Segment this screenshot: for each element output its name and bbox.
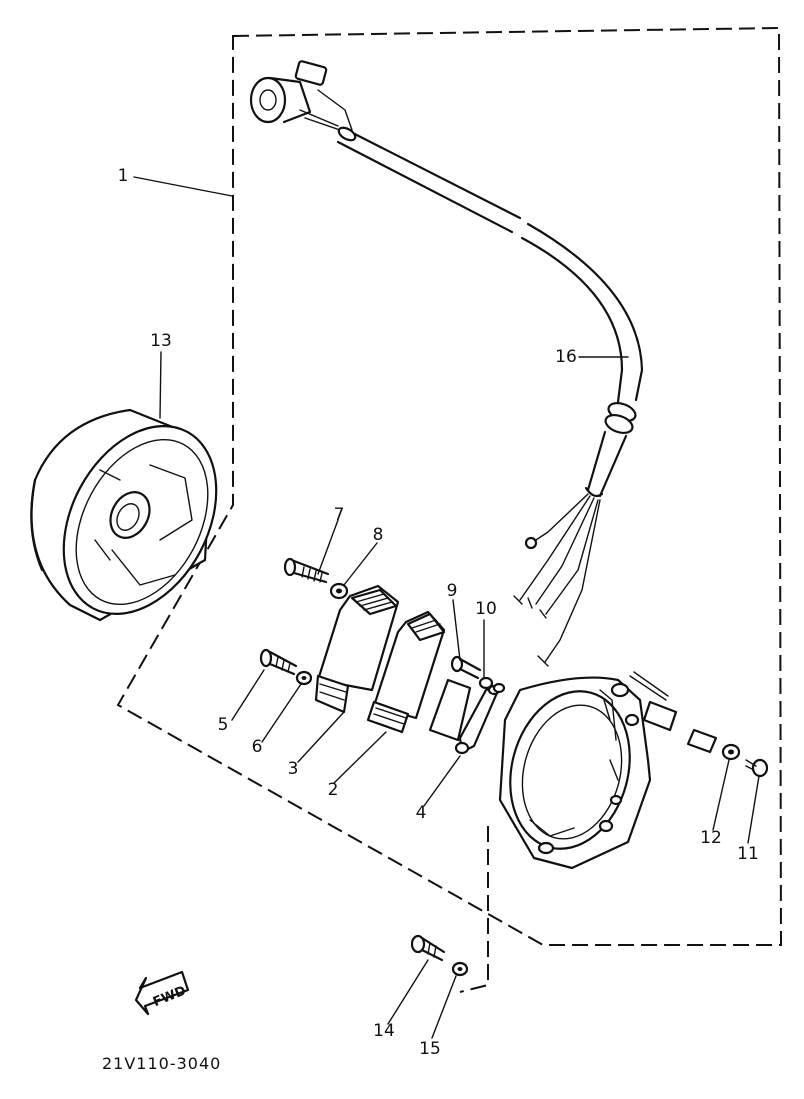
label-7: 7 xyxy=(334,505,345,525)
bolt-group-outline xyxy=(459,826,489,993)
washer-15 xyxy=(451,961,469,977)
stator-base xyxy=(498,676,652,870)
pulser-coil-4 xyxy=(428,678,502,755)
label-3: 3 xyxy=(288,759,299,779)
leader-lines xyxy=(133,176,760,1039)
label-4: 4 xyxy=(416,803,427,823)
bolt-7 xyxy=(283,557,330,584)
label-10: 10 xyxy=(475,599,497,619)
callout-labels: 1 2 3 4 5 6 7 8 9 10 11 12 13 14 15 16 xyxy=(118,166,759,1059)
label-9: 9 xyxy=(447,581,458,601)
source-coil-2 xyxy=(366,610,446,734)
label-8: 8 xyxy=(373,525,384,545)
screw-11 xyxy=(745,758,769,778)
bolt-9 xyxy=(450,655,482,680)
flywheel-rotor xyxy=(30,408,218,622)
label-11: 11 xyxy=(737,844,759,864)
label-1: 1 xyxy=(118,166,129,186)
label-13: 13 xyxy=(150,331,172,351)
label-16: 16 xyxy=(555,347,577,367)
assembly-outline xyxy=(116,26,783,946)
charge-coil-3 xyxy=(314,584,400,714)
label-14: 14 xyxy=(373,1021,395,1041)
washer-10 xyxy=(478,676,506,694)
label-5: 5 xyxy=(218,715,229,735)
wire-harness xyxy=(249,60,644,667)
label-15: 15 xyxy=(419,1039,441,1059)
label-12: 12 xyxy=(700,828,722,848)
diagram-code: 21V110-3040 xyxy=(102,1054,221,1073)
label-2: 2 xyxy=(328,780,339,800)
washer-12 xyxy=(721,743,741,761)
washer-8 xyxy=(329,582,349,600)
bolt-14 xyxy=(410,934,446,962)
washer-6 xyxy=(295,670,313,686)
bolt-5 xyxy=(259,648,298,676)
label-6: 6 xyxy=(252,737,263,757)
fwd-arrow-icon: FWD xyxy=(134,970,190,1016)
wire-bracket xyxy=(629,671,718,754)
